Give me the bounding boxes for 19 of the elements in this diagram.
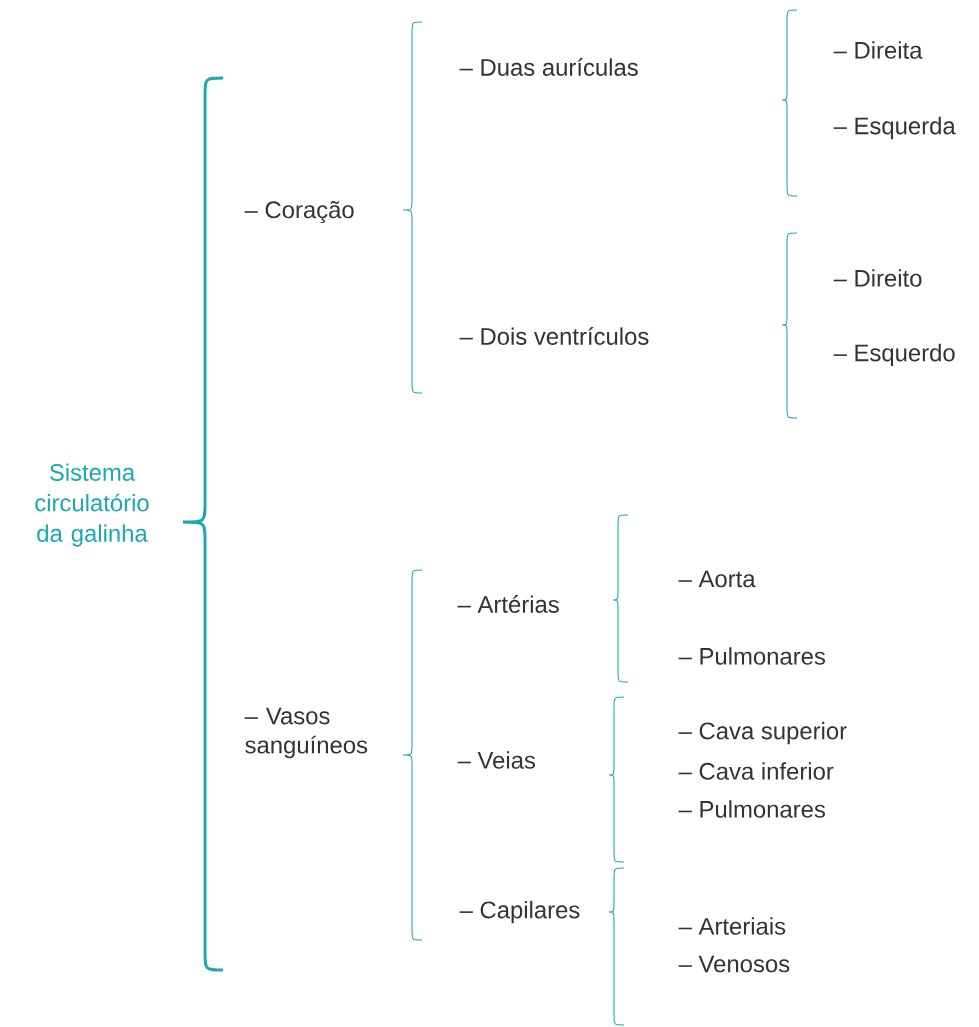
item-text: – Pulmonares: [678, 647, 825, 665]
item-text: – Artérias: [457, 595, 559, 613]
item-text: – Esquerdo: [833, 343, 955, 367]
item-text: – Dois ventrículos: [459, 327, 649, 345]
heading-text: Sistema circulatório da galinha: [35, 463, 149, 547]
item-text: – Aorta: [678, 570, 756, 588]
item-text: – Direito: [833, 269, 922, 287]
item-text: – Cava inferior: [678, 762, 834, 780]
item-text: – Direita: [833, 41, 923, 59]
item-text: – Veias: [457, 751, 536, 769]
item-text: – Coração: [244, 200, 354, 224]
item-text: – Arteriais: [678, 917, 786, 935]
item-text: – Capilares: [459, 900, 580, 924]
item-text: – Cava superior: [678, 721, 847, 745]
item-text: – Vasos sanguíneos: [244, 707, 368, 759]
item-text: – Duas aurículas: [459, 58, 638, 76]
item-text: – Esquerda: [833, 116, 956, 140]
item-text: – Pulmonares: [678, 800, 825, 818]
item-text: – Venosos: [678, 955, 790, 973]
